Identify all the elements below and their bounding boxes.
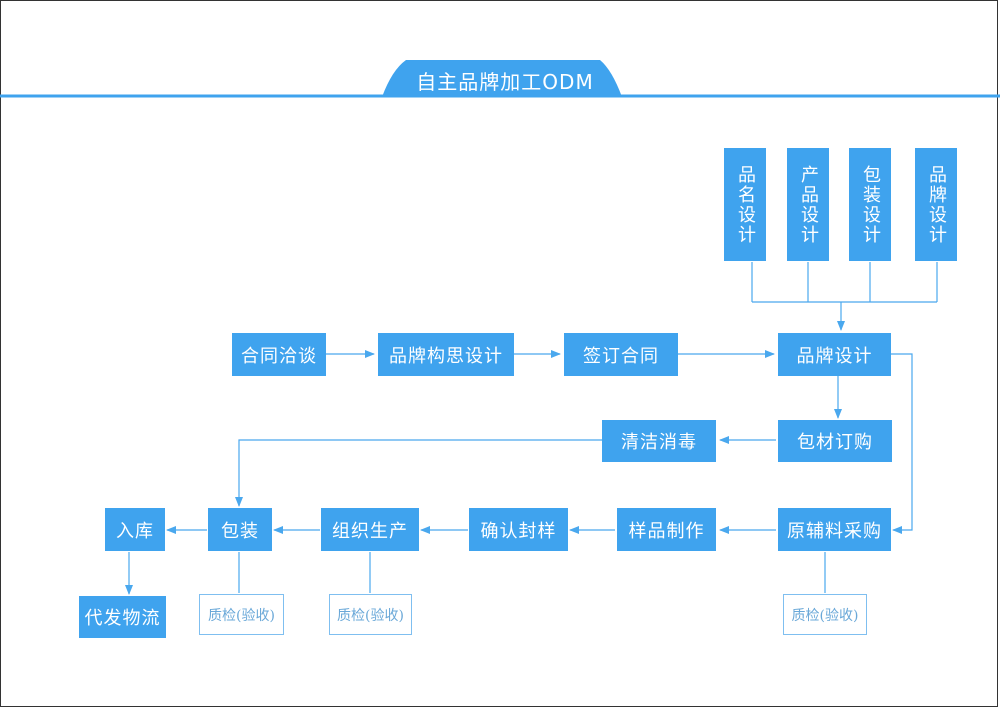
step-brand-concept: 品牌构思设计 — [378, 333, 514, 376]
step-logistics: 代发物流 — [79, 596, 166, 638]
qc-packing: 质检(验收) — [199, 594, 284, 635]
design-item-product: 产品设计 — [787, 148, 829, 261]
step-production: 组织生产 — [321, 508, 419, 551]
step-clean-disinfect: 清洁消毒 — [602, 420, 716, 462]
design-item-package: 包装设计 — [849, 148, 891, 261]
design-item-label: 品牌设计 — [926, 164, 947, 245]
design-item-name: 品名设计 — [724, 148, 766, 261]
step-negotiation: 合同洽谈 — [232, 333, 326, 376]
title-tab — [382, 60, 622, 97]
step-brand-design: 品牌设计 — [778, 333, 891, 376]
qc-raw-material: 质检(验收) — [783, 594, 867, 635]
design-item-brand: 品牌设计 — [915, 148, 957, 261]
step-sample-making: 样品制作 — [617, 508, 716, 551]
step-raw-material-purchase: 原辅料采购 — [778, 508, 891, 551]
qc-production: 质检(验收) — [329, 594, 412, 635]
connector-arrow — [891, 353, 913, 534]
step-packing: 包装 — [208, 508, 272, 551]
step-sign-contract: 签订合同 — [564, 333, 678, 376]
page-title: 自主品牌加工ODM — [416, 69, 594, 94]
design-item-label: 产品设计 — [798, 164, 819, 245]
step-warehousing: 入库 — [105, 508, 165, 551]
design-item-label: 品名设计 — [735, 164, 756, 245]
step-confirm-sample: 确认封样 — [469, 508, 568, 551]
design-item-label: 包装设计 — [860, 164, 881, 245]
step-packaging-purchase: 包材订购 — [778, 420, 892, 462]
connector-arrow — [235, 439, 602, 507]
